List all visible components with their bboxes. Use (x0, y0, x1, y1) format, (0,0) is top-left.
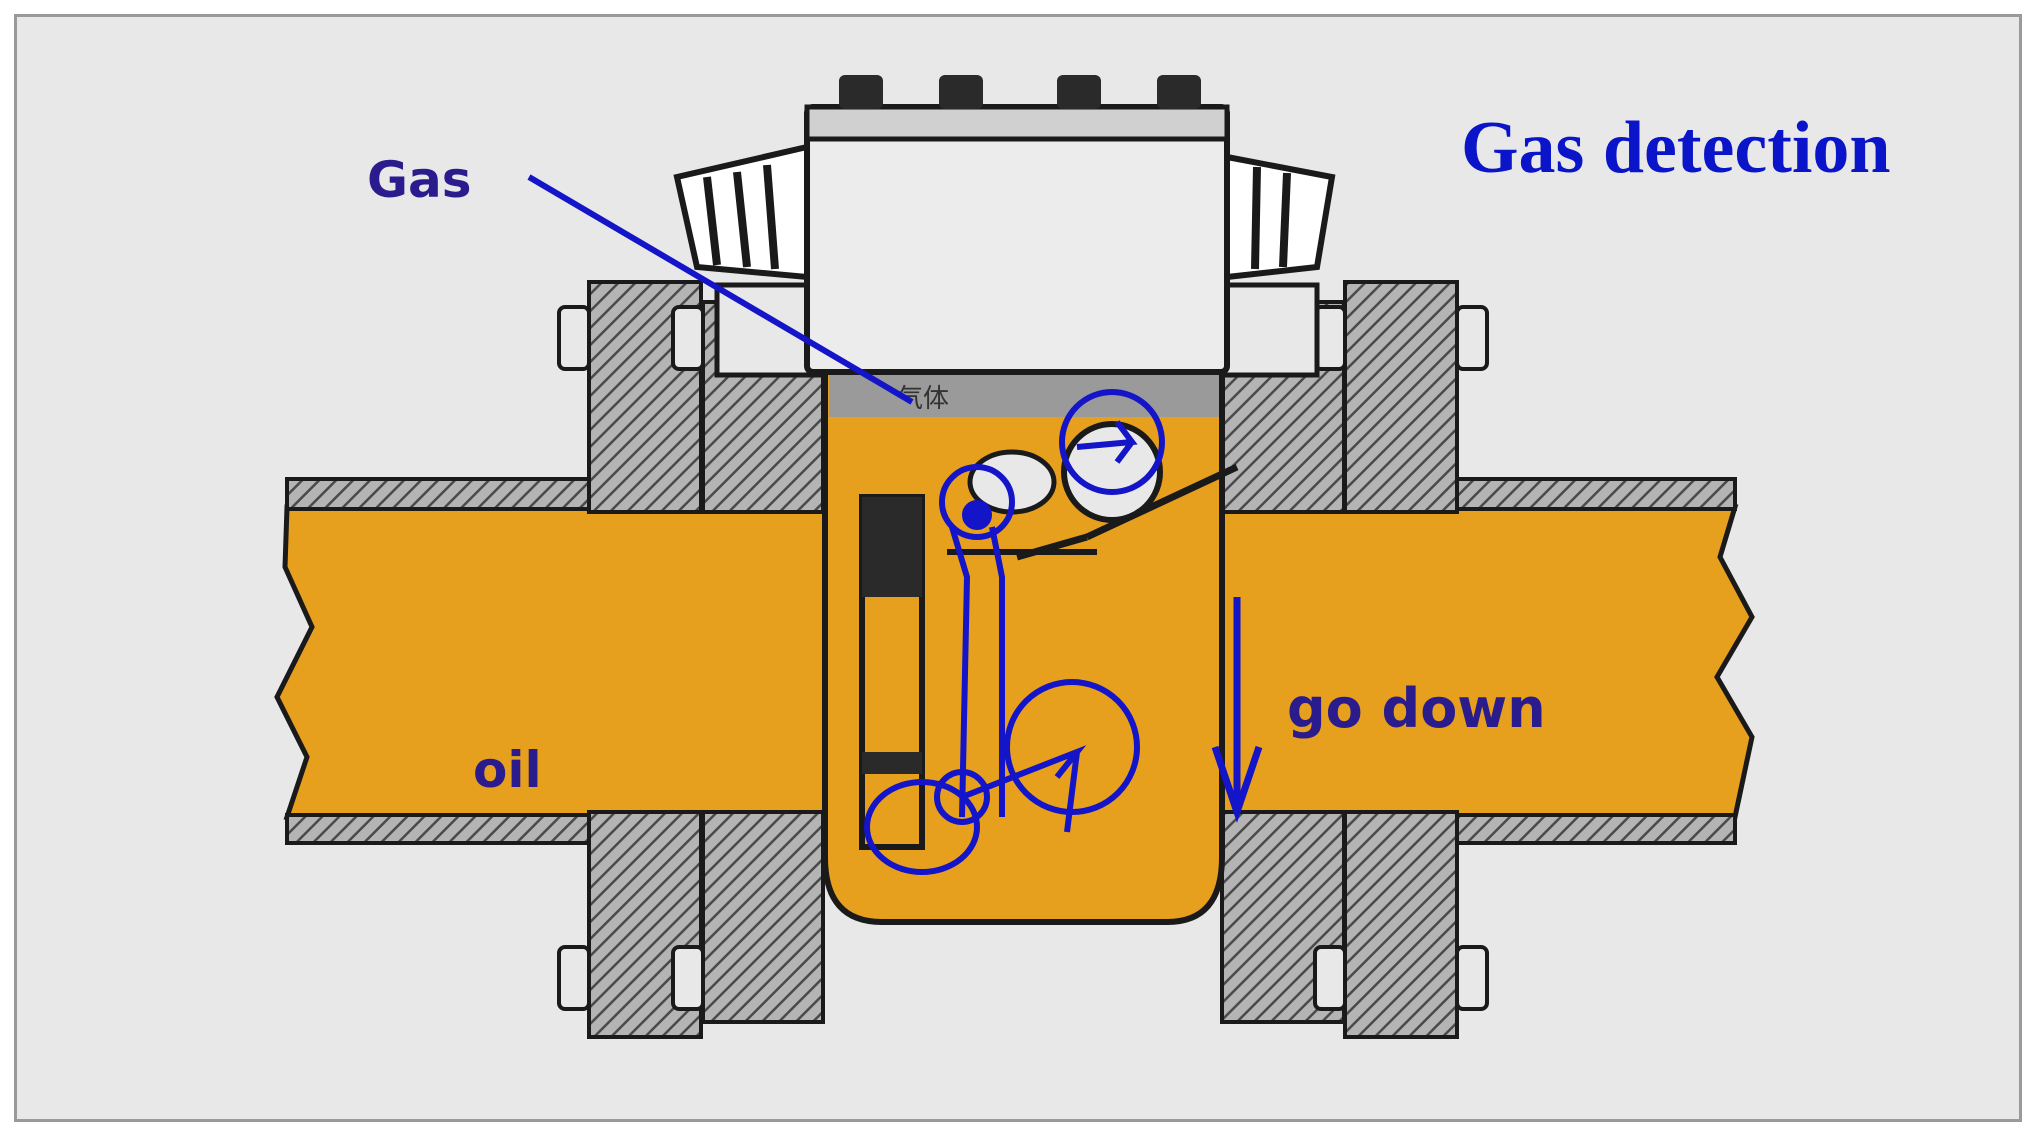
go-down-label: go down (1287, 677, 1546, 740)
gas-label: Gas (367, 151, 472, 209)
oil-label: oil (473, 741, 542, 799)
gas-relay-diagram: 气体 Gas detection Gas oil go down (274, 75, 1891, 1039)
relay-chamber: 气体 (822, 369, 1239, 925)
gas-layer (829, 375, 1219, 417)
relay-housing (673, 75, 1336, 378)
left-flange (557, 280, 825, 1039)
diagram-title: Gas detection (1461, 107, 1891, 189)
float-annotations (864, 389, 1165, 875)
gas-pointer-line (527, 174, 914, 405)
down-arrow (1211, 597, 1263, 823)
figure-frame: 气体 Gas detection Gas oil go down (14, 14, 2022, 1122)
